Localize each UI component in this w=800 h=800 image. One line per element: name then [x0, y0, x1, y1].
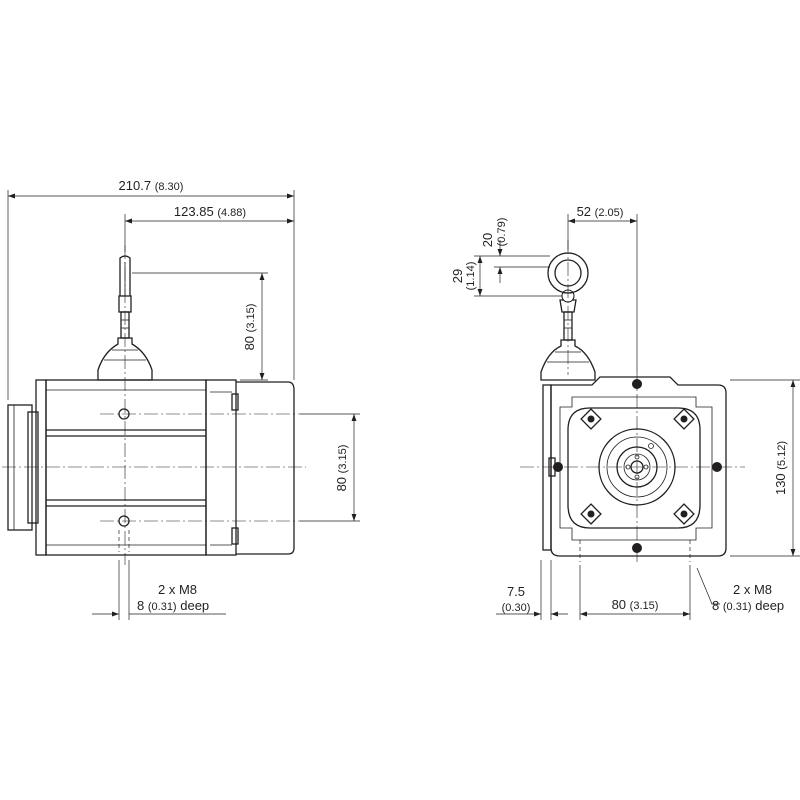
dim-cable-exit-height: 80 (3.15)	[242, 304, 257, 351]
screw-right	[712, 462, 722, 472]
rear-flange-collar	[27, 411, 39, 524]
front-cover	[567, 407, 701, 529]
front-view-dimensions: 52 (2.05) 20 (0.79) 29 (1.14) 130 (5.12)…	[450, 204, 800, 620]
corner-screws	[580, 408, 695, 525]
dim-eyelet-offset: 52 (2.05)	[577, 204, 624, 219]
dim-flange-offset: 7.5	[507, 584, 525, 599]
cable-guide-boot-front	[540, 339, 596, 381]
dim-flange-offset-inch: (0.30)	[502, 602, 531, 614]
dim-overall-length: 210.7 (8.30)	[119, 178, 184, 193]
dim-hole-spacing-front: 80 (3.15)	[612, 597, 659, 612]
front-flange-edge	[542, 384, 552, 551]
dim-thread-side: 2 x M8	[158, 582, 197, 597]
side-view	[2, 245, 306, 565]
housing-body	[45, 379, 207, 556]
drum-cover	[236, 381, 295, 555]
dim-thread-front: 2 x M8	[733, 582, 772, 597]
dim-body-height: 130 (5.12)	[773, 441, 788, 495]
dim-eyelet-height-inch: (1.14)	[465, 262, 477, 291]
dim-eyelet-ring: 20	[480, 233, 495, 247]
dim-eyelet-ring-inch: (0.79)	[496, 218, 508, 247]
screw-left	[553, 462, 563, 472]
front-body-outline	[550, 376, 727, 557]
rear-flange	[7, 404, 33, 531]
dim-thread-front-depth: 8 (0.31) deep	[712, 598, 784, 613]
dim-eyelet-height: 29	[450, 269, 465, 283]
front-view	[520, 240, 745, 562]
dim-thread-side-depth: 8 (0.31) deep	[137, 598, 209, 613]
side-view-dimensions: 210.7 (8.30) 123.85 (4.88) 80 (3.15) 80 …	[7, 178, 360, 620]
cable-guide-boot	[97, 337, 153, 381]
dim-cable-exit-offset: 123.85 (4.88)	[174, 204, 246, 219]
front-block	[205, 379, 237, 556]
dim-hole-spacing-side: 80 (3.15)	[334, 445, 349, 492]
